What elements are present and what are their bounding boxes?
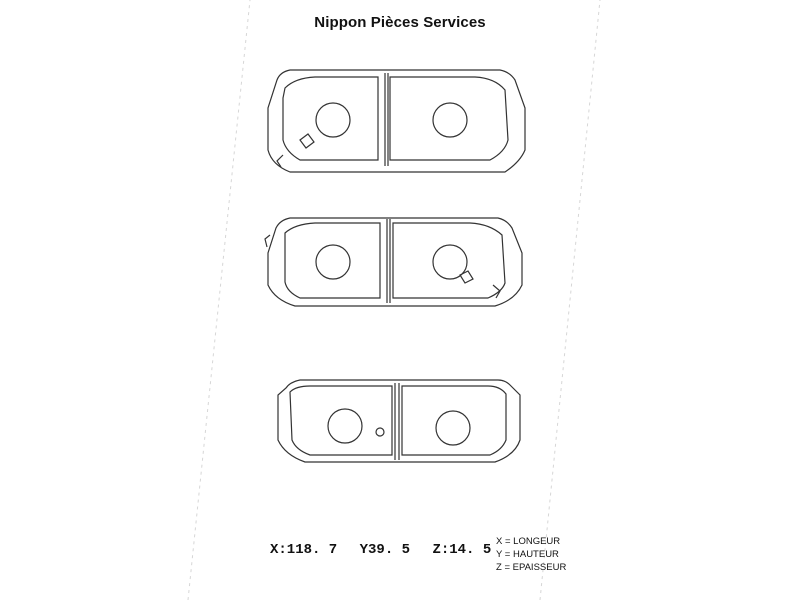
legend-item: Z = EPAISSEUR <box>496 562 567 573</box>
legend-item: X = LONGEUR <box>496 536 561 547</box>
legend-item: Y = HAUTEUR <box>496 549 559 560</box>
watermark <box>187 0 601 600</box>
brake-pad-middle <box>264 217 523 307</box>
dimension-z: Z:14. 5 <box>432 542 492 558</box>
brake-pad-bottom <box>277 379 521 463</box>
dimension-y: Y39. 5 <box>359 542 411 558</box>
title: Nippon Pièces Services <box>314 14 486 31</box>
brake-pad-top <box>267 69 526 173</box>
dimension-x: X:118. 7 <box>270 542 338 558</box>
legend: X = LONGEUR Y = HAUTEUR Z = EPAISSEUR <box>496 535 566 574</box>
dimensions: X:118. 7 Y39. 5 Z:14. 5 <box>270 542 505 558</box>
